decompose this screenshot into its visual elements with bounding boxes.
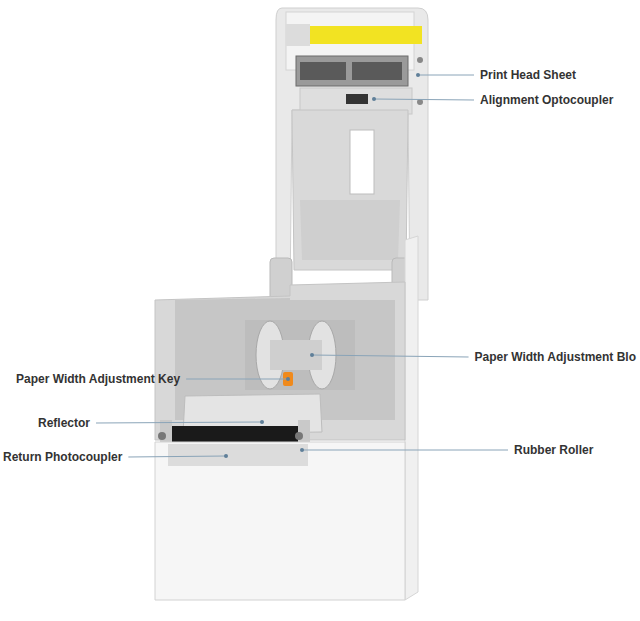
leader-line bbox=[96, 422, 262, 423]
leader-dot bbox=[300, 448, 304, 452]
part-label: Alignment Optocoupler bbox=[480, 93, 613, 107]
part-label: Rubber Roller bbox=[514, 443, 593, 457]
leader-dot bbox=[260, 420, 264, 424]
leader-line bbox=[186, 379, 288, 380]
leader-dot bbox=[286, 377, 290, 381]
leader-dot bbox=[372, 97, 376, 101]
part-label: Return Photocoupler bbox=[3, 450, 122, 464]
leader-line bbox=[418, 75, 474, 76]
leader-dot bbox=[224, 454, 228, 458]
leader-line bbox=[312, 355, 469, 357]
part-label: Reflector bbox=[38, 416, 90, 430]
leader-line bbox=[128, 456, 226, 457]
leader-dot bbox=[310, 353, 314, 357]
part-label: Print Head Sheet bbox=[480, 68, 576, 82]
leader-dot bbox=[416, 73, 420, 77]
leader-line bbox=[374, 99, 474, 100]
leader-line bbox=[302, 450, 508, 451]
part-label: Paper Width Adjustment Blo bbox=[475, 350, 636, 364]
part-label: Paper Width Adjustment Key bbox=[16, 372, 180, 386]
